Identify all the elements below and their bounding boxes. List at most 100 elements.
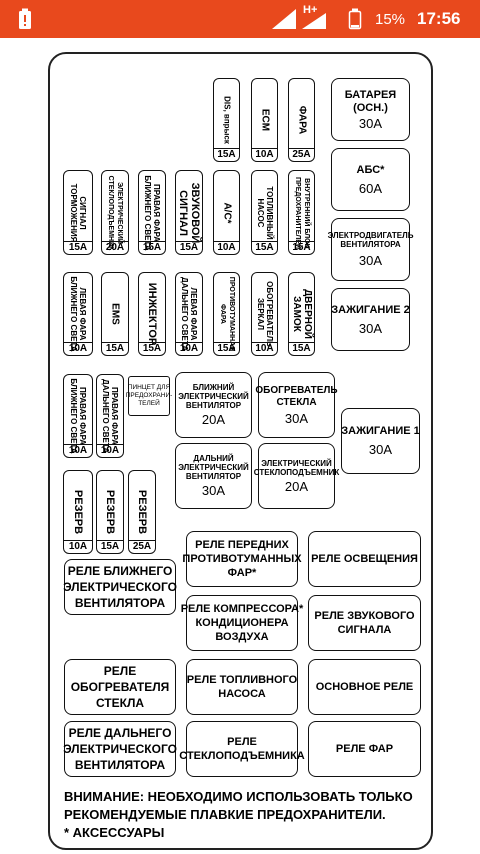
fuse-label: А/С* — [221, 201, 232, 224]
fuse-left-low-beam[interactable]: ЛЕВАЯ ФАРА БЛИЖНЕГО СВЕТА 10A — [63, 272, 93, 356]
relay-window-lift[interactable]: РЕЛЕ СТЕКЛОПОДЪЕМНИКА — [179, 721, 305, 777]
fuse-label: ЛЕВАЯ ФАРА БЛИЖНЕГО СВЕТА — [69, 276, 87, 352]
fuse-puller[interactable]: ПИНЦЕТ ДЛЯ ПРЕДОХРАНИ- ТЕЛЕЙ — [126, 376, 172, 416]
fuse-label: ЭЛЕКТРОДВИГАТЕЛЬ ВЕНТИЛЯТОРА — [327, 231, 414, 249]
fuse-amp: 15A — [289, 241, 314, 253]
fuse-amp: 25A — [129, 540, 155, 552]
fuse-internal-block[interactable]: ВНУТРЕННИЙ БЛОК ПРЕДОХРАНИТЕЛЕЙ 15A — [288, 170, 315, 255]
fuse-amp: 30A — [284, 410, 309, 426]
status-bar: H+ 15% 17:56 — [0, 0, 480, 38]
fuse-fog-light[interactable]: ПРОТИВОТУМАННАЯ ФАРА 15A — [213, 272, 240, 356]
fuse-reserve-2[interactable]: РЕЗЕРВ 15A — [96, 470, 124, 554]
fuse-amp: 10A — [64, 342, 92, 354]
fuse-glass-heater[interactable]: ОБОГРЕВАТЕЛЬ СТЕКЛА 30A — [255, 372, 338, 438]
relay-lighting[interactable]: РЕЛЕ ОСВЕЩЕНИЯ — [308, 531, 421, 587]
fuse-label: ФАРА — [296, 105, 307, 135]
fuse-amp: 10A — [64, 540, 92, 552]
fuse-amp: 15A — [64, 241, 92, 253]
fuse-amp: 15A — [139, 342, 165, 354]
fuse-amp: 60A — [358, 180, 383, 196]
fuse-amp: 15A — [139, 241, 165, 253]
fuse-ac[interactable]: А/С* 10A — [213, 170, 240, 255]
fuse-label: ТОПЛИВНЫЙ НАСОС — [255, 185, 274, 240]
fuse-label: БЛИЖНИЙ ЭЛЕКТРИЧЕСКИЙ ВЕНТИЛЯТОР — [178, 383, 249, 410]
relay-horn[interactable]: РЕЛЕ ЗВУКОВОГО СИГНАЛА — [308, 595, 421, 651]
fuse-label: EMS — [109, 303, 121, 325]
fuse-headlights[interactable]: ФАРА 25A — [288, 78, 315, 162]
fuse-ems[interactable]: EMS 15A — [101, 272, 129, 356]
fuse-battery-main[interactable]: БАТАРЕЯ (ОСН.) 30A — [331, 78, 410, 141]
fuse-amp: 10A — [252, 342, 277, 354]
fuse-label: ОБОГРЕВАТЕЛЬ СТЕКЛА — [255, 384, 338, 408]
fuse-amp: 15A — [289, 342, 314, 354]
fuse-fan-motor[interactable]: ЭЛЕКТРОДВИГАТЕЛЬ ВЕНТИЛЯТОРА 30A — [328, 218, 413, 281]
fuse-amp: 15A — [102, 342, 128, 354]
fuse-label: ИНЖЕКТОР — [146, 282, 158, 346]
fuse-amp: 10A — [176, 342, 202, 354]
fuse-far-fan[interactable]: ДАЛЬНИЙ ЭЛЕКТРИЧЕСКИЙ ВЕНТИЛЯТОР 30A — [175, 443, 252, 509]
fuse-amp: 20A — [284, 478, 309, 494]
fuse-door-lock[interactable]: ДВЕРНОЙ ЗАМОК 15A — [288, 272, 315, 356]
fuse-injector[interactable]: ИНЖЕКТОР 15A — [138, 272, 166, 356]
fuse-label: ДВЕРНОЙ ЗАМОК — [290, 289, 313, 339]
fuse-label: ПРАВАЯ ФАРА БЛИЖНЕГО СВЕТА — [143, 174, 161, 251]
battery-icon — [348, 0, 362, 38]
fuse-amp: 10A — [97, 444, 123, 456]
fuse-brake-signal[interactable]: СИГНАЛ ТОРМОЖЕНИЯ 15A — [63, 170, 93, 255]
battery-percent: 15% — [375, 10, 406, 28]
fuse-label: ПРАВАЯ ФАРА БЛИЖНЕГО СВЕТА — [69, 378, 87, 454]
fuse-label: РЕЗЕРВ — [136, 489, 148, 535]
relay-front-fog[interactable]: РЕЛЕ ПЕРЕДНИХ ПРОТИВОТУМАННЫХ ФАР* — [182, 531, 302, 587]
fuse-amp: 10A — [252, 148, 277, 160]
fuse-label: АБС* — [356, 163, 385, 176]
fuse-label: ECM — [259, 108, 270, 132]
fuse-label: DIS, впрыск — [222, 96, 231, 144]
fuse-label: ЗАЖИГАНИЕ 1 — [341, 425, 420, 437]
fuse-amp: 30A — [358, 320, 383, 336]
battery-warning-icon — [18, 0, 32, 38]
fuse-amp: 30A — [358, 253, 383, 268]
relay-compressor[interactable]: РЕЛЕ КОМПРЕССОРА* КОНДИЦИОНЕРА ВОЗДУХА — [181, 595, 303, 651]
fuse-ecm[interactable]: ECM 10A — [251, 78, 278, 162]
fuse-label: РЕЗЕРВ — [104, 489, 116, 535]
clock: 17:56 — [417, 9, 461, 28]
fuse-label: ПРАВАЯ ФАРА ДАЛЬНЕГО СВЕТА — [101, 379, 119, 453]
fuse-amp: 10A — [64, 444, 92, 456]
fuse-horn[interactable]: ЗВУКОВОЙ СИГНАЛ 15A — [175, 170, 203, 255]
fuse-right-high-beam[interactable]: ПРАВАЯ ФАРА БЛИЖНЕГО СВЕТА 15A — [138, 170, 166, 255]
fuse-reserve-3[interactable]: РЕЗЕРВ 25A — [128, 470, 156, 554]
relay-fuel-pump[interactable]: РЕЛЕ ТОПЛИВНОГО НАСОСА — [186, 659, 298, 715]
fuse-near-fan[interactable]: БЛИЖНИЙ ЭЛЕКТРИЧЕСКИЙ ВЕНТИЛЯТОР 20A — [175, 372, 252, 438]
relay-far-fan[interactable]: РЕЛЕ ДАЛЬНЕГО ЭЛЕКТРИЧЕСКОГО ВЕНТИЛЯТОРА — [63, 721, 177, 777]
fuse-label: ЗАЖИГАНИЕ 2 — [331, 303, 410, 316]
fuse-amp: 15A — [176, 241, 202, 253]
fuse-label: БАТАРЕЯ (ОСН.) — [344, 88, 397, 114]
fuse-amp: 20A — [201, 412, 226, 427]
fuse-right-high-beam-2[interactable]: ПРАВАЯ ФАРА ДАЛЬНЕГО СВЕТА 10A — [96, 374, 124, 458]
relay-near-fan[interactable]: РЕЛЕ БЛИЖНЕГО ЭЛЕКТРИЧЕСКОГО ВЕНТИЛЯТОРА — [63, 559, 177, 615]
fuse-ignition-1[interactable]: ЗАЖИГАНИЕ 1 30A — [341, 408, 420, 474]
fuse-ignition-2[interactable]: ЗАЖИГАНИЕ 2 30A — [331, 288, 410, 351]
fuse-right-low-beam[interactable]: ПРАВАЯ ФАРА БЛИЖНЕГО СВЕТА 10A — [63, 374, 93, 458]
fuse-dis-injection[interactable]: DIS, впрыск 15A — [213, 78, 240, 162]
relay-headlight[interactable]: РЕЛЕ ФАР — [308, 721, 421, 777]
fuse-window-lift[interactable]: ЭЛЕКТРИЧЕСКИЙ СТЕКЛОПОДЪЕМНИК 20A — [254, 443, 339, 509]
fuse-amp: 25A — [289, 148, 314, 160]
fuse-heated-mirror[interactable]: ОБОГРЕВАТЕЛЬ ЗЕРКАЛ 10A — [251, 272, 278, 356]
fuse-label: ОБОГРЕВАТЕЛЬ ЗЕРКАЛ — [255, 281, 274, 347]
fuse-amp: 30A — [368, 442, 393, 457]
fuse-label: ЛЕВАЯ ФАРА ДАЛЬНЕГО СВЕТА — [180, 277, 198, 351]
relay-main[interactable]: ОСНОВНОЕ РЕЛЕ — [308, 659, 421, 715]
signal-icon — [270, 0, 298, 38]
fuse-label: РЕЗЕРВ — [72, 489, 84, 535]
fuse-fuel-pump[interactable]: ТОПЛИВНЫЙ НАСОС 15A — [251, 170, 278, 255]
fuse-label: ЭЛЕКТРИЧЕСКИЙ СТЕКЛОПОДЪЕМНИК — [253, 458, 340, 477]
fuse-label: ЭЛЕКТРИЧЕСКИЙ СТЕКЛОПОДЪЕМНИК — [107, 175, 123, 250]
fuse-abs[interactable]: АБС* 60A — [331, 148, 410, 211]
relay-heater[interactable]: РЕЛЕ ОБОГРЕВАТЕЛЯ СТЕКЛА — [64, 659, 176, 715]
fuse-electric-window-lift[interactable]: ЭЛЕКТРИЧЕСКИЙ СТЕКЛОПОДЪЕМНИК 20A — [101, 170, 129, 255]
fuse-left-high-beam[interactable]: ЛЕВАЯ ФАРА ДАЛЬНЕГО СВЕТА 10A — [175, 272, 203, 356]
warning-note: ВНИМАНИЕ: НЕОБХОДИМО ИСПОЛЬЗОВАТЬ ТОЛЬКО… — [64, 789, 413, 840]
fuse-label: ЗВУКОВОЙ СИГНАЛ — [177, 182, 201, 243]
fuse-reserve-1[interactable]: РЕЗЕРВ 10A — [63, 470, 93, 554]
